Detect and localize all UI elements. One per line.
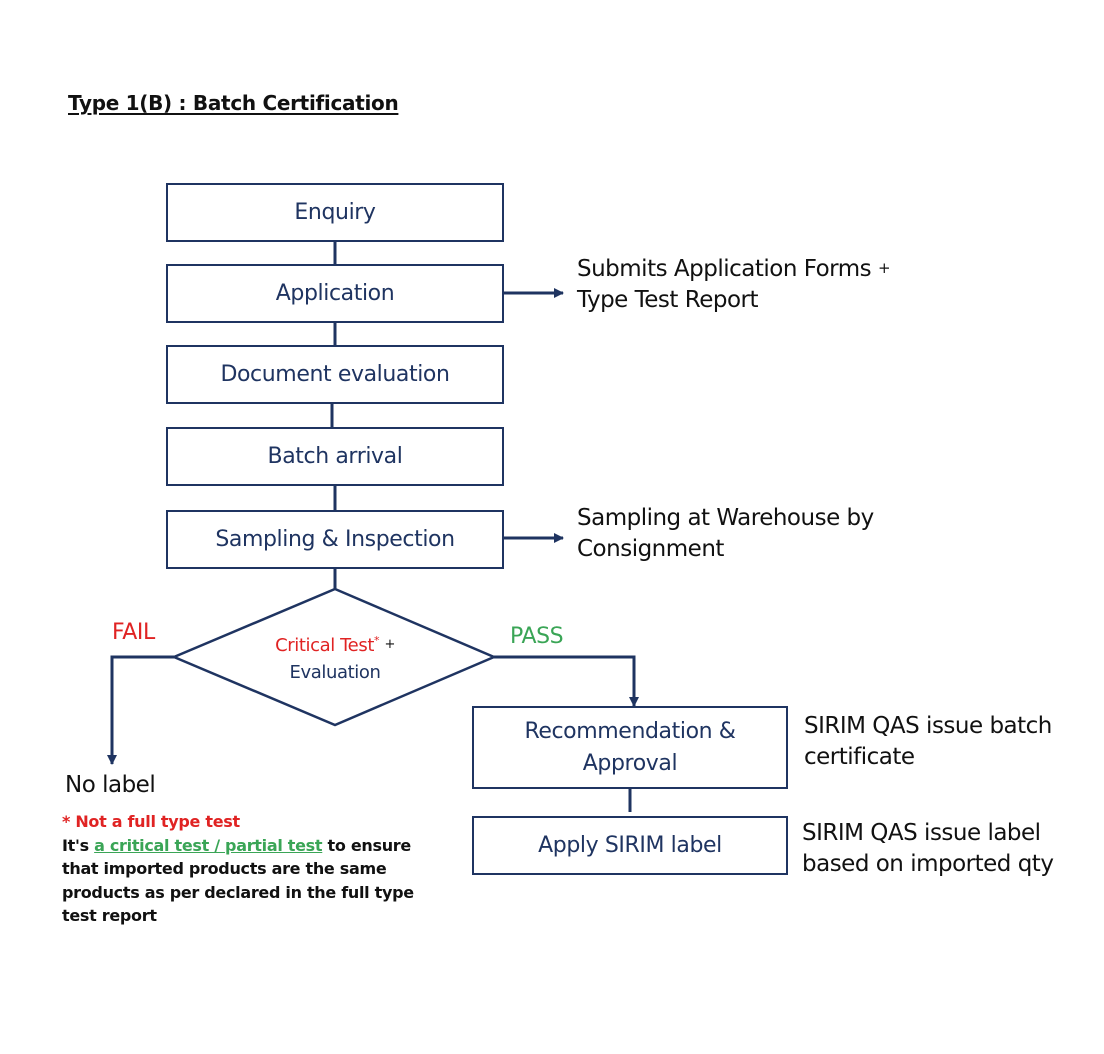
note-recommendation-line1: SIRIM QAS issue batch <box>804 713 1052 739</box>
arrow-fail-no-label <box>107 655 174 765</box>
step-batch-arrival: Batch arrival <box>166 427 504 486</box>
decision-line1: Critical Test <box>275 635 374 656</box>
arrow-pass-recommendation <box>494 655 639 707</box>
step-enquiry: Enquiry <box>166 183 504 242</box>
note-recommendation: SIRIM QAS issue batch certificate <box>804 711 1052 773</box>
note-application-plus: + <box>877 259 891 277</box>
outcome-no-label: No label <box>65 772 156 798</box>
step-apply-sirim-label: Apply SIRIM label <box>472 816 788 875</box>
step-recommendation-label-line2: Approval <box>582 750 678 776</box>
decision-asterisk: * <box>374 634 380 647</box>
footnote-heading: * Not a full type test <box>62 812 240 831</box>
decision-line2: Evaluation <box>289 662 381 683</box>
step-enquiry-label: Enquiry <box>294 199 376 225</box>
step-application: Application <box>166 264 504 323</box>
note-label-line1: SIRIM QAS issue label <box>802 820 1041 846</box>
step-recommendation-approval: Recommendation & Approval <box>472 706 788 789</box>
footnote-body: It's a critical test / partial test to e… <box>62 834 432 928</box>
branch-pass-label: PASS <box>510 624 564 649</box>
note-application-line1: Submits Application Forms <box>577 256 872 282</box>
footnote-prefix: It's <box>62 835 95 855</box>
page-title: Type 1(B) : Batch Certification <box>68 91 399 115</box>
note-label-line2: based on imported qty <box>802 851 1054 877</box>
branch-fail-label: FAIL <box>112 620 155 645</box>
step-sampling-inspection: Sampling & Inspection <box>166 510 504 569</box>
step-batch-arrival-label: Batch arrival <box>267 443 403 469</box>
note-sampling: Sampling at Warehouse by Consignment <box>577 503 874 565</box>
step-document-evaluation: Document evaluation <box>166 345 504 404</box>
note-application: Submits Application Forms + Type Test Re… <box>577 253 891 316</box>
decision-plus: + <box>384 637 395 652</box>
note-sampling-line1: Sampling at Warehouse by <box>577 505 874 531</box>
step-sampling-inspection-label: Sampling & Inspection <box>215 526 455 552</box>
note-application-line2: Type Test Report <box>577 287 759 313</box>
footnote-highlight: a critical test / partial test <box>94 835 323 855</box>
note-label: SIRIM QAS issue label based on imported … <box>802 818 1054 880</box>
step-recommendation-label-line1: Recommendation & <box>524 718 736 744</box>
footnote: * Not a full type test It's a critical t… <box>62 810 432 928</box>
decision-diamond <box>170 587 498 727</box>
footnote-suffix: to ensure that imported products are the… <box>62 835 414 926</box>
decision-label: Critical Test* + Evaluation <box>230 631 440 686</box>
step-document-evaluation-label: Document evaluation <box>220 361 450 387</box>
step-apply-sirim-label-text: Apply SIRIM label <box>538 832 722 858</box>
note-sampling-line2: Consignment <box>577 536 724 562</box>
note-recommendation-line2: certificate <box>804 744 915 770</box>
step-application-label: Application <box>275 280 395 306</box>
